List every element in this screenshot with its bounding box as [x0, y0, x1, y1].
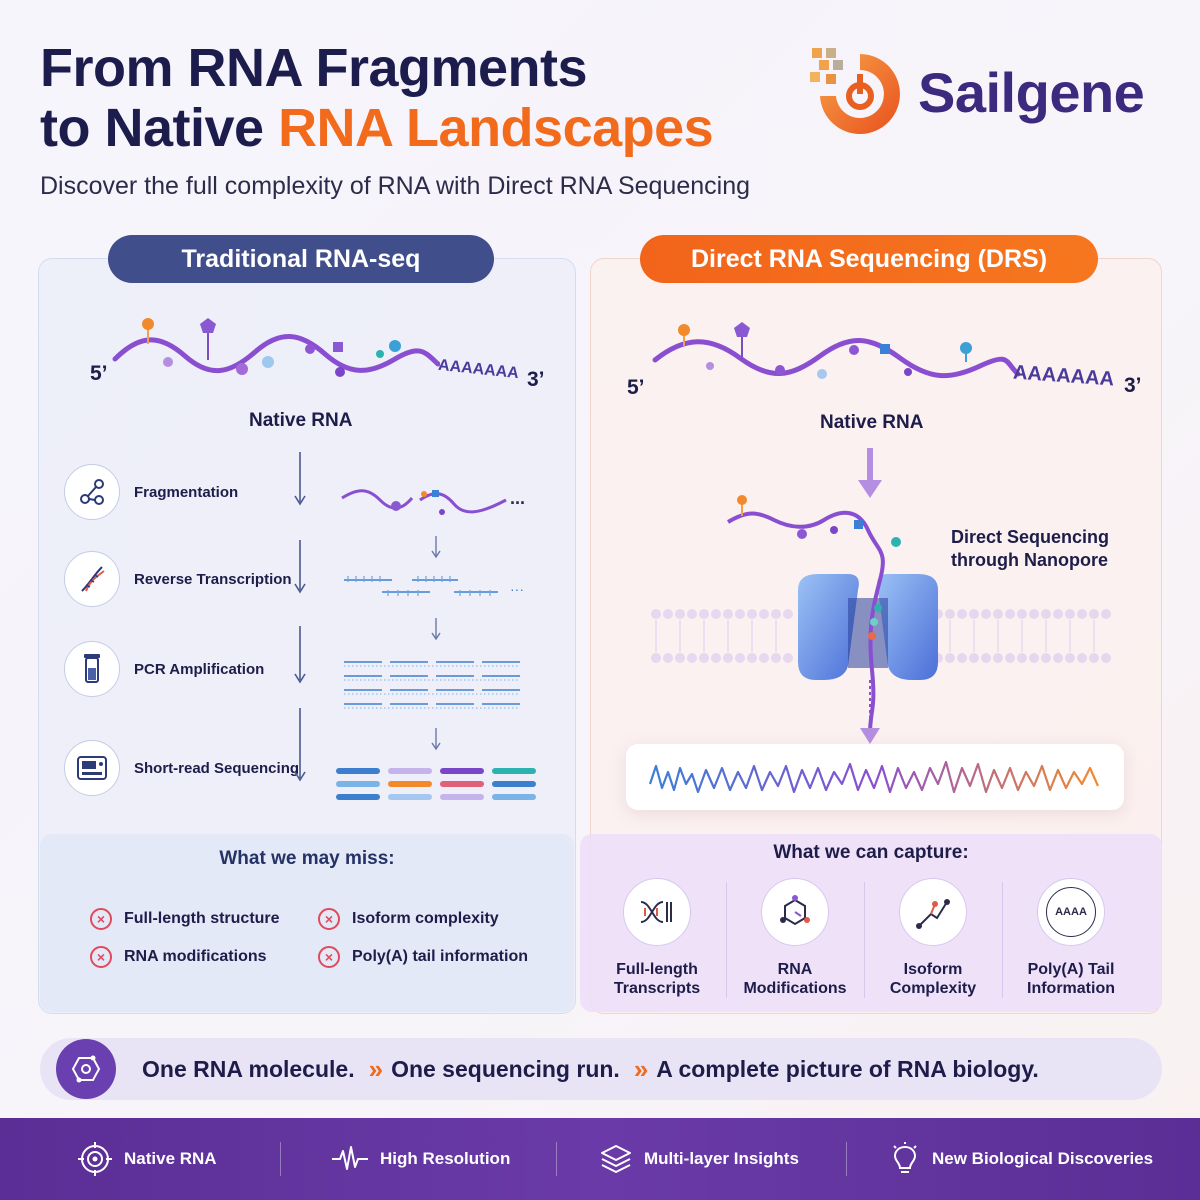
footer-bar: Native RNA High Resolution Multi-layer I… [0, 1118, 1200, 1200]
brand-name: Sailgene [918, 60, 1145, 124]
traditional-rna-strand [112, 318, 440, 377]
footer-item-multi-layer: Multi-layer Insights [600, 1118, 799, 1200]
footer-divider [846, 1142, 847, 1176]
capture-divider [726, 882, 727, 998]
page-subtitle: Discover the full complexity of RNA with… [40, 172, 751, 200]
tube-icon [84, 654, 100, 683]
step-label: Reverse Transcription [134, 570, 292, 588]
footer-label: High Resolution [380, 1149, 511, 1168]
tagline-bar: One RNA molecule. » One sequencing run. … [40, 1038, 1162, 1100]
nanopore-illustration [651, 495, 1111, 744]
capture-divider [1002, 882, 1003, 998]
x-icon: × [90, 946, 112, 968]
target-icon [78, 1142, 112, 1176]
fragment-ellipsis: ... [510, 488, 526, 508]
drs-arrow-down [858, 448, 882, 498]
traditional-three-prime: 3’ [527, 368, 545, 391]
step-label: Short-read Sequencing [134, 759, 300, 777]
drs-note-line-1: Direct Sequencing [951, 527, 1110, 547]
step-reverse-transcription: Reverse Transcription [64, 551, 292, 607]
step-short-read-sequencing: Short-read Sequencing [64, 740, 299, 796]
miss-item: × RNA modifications [90, 946, 267, 968]
miss-box: What we may miss: × Full-length structure… [40, 834, 574, 1012]
polya-icon: AAAA [1046, 887, 1096, 937]
miss-title: What we may miss: [219, 848, 395, 869]
branch-icon [916, 899, 950, 929]
title-line-1: From RNA Fragments [40, 38, 588, 98]
footer-label: Multi-layer Insights [644, 1149, 799, 1168]
capture-item-full-length: Full-length Transcripts [588, 878, 726, 998]
drs-five-prime: 5’ [627, 376, 645, 399]
miss-item: × Poly(A) tail information [318, 946, 528, 968]
miss-item-label: Full-length structure [124, 910, 280, 927]
footer-item-native-rna: Native RNA [78, 1118, 217, 1200]
drs-native-label: Native RNA [820, 412, 924, 433]
drs-three-prime: 3’ [1124, 374, 1142, 397]
miss-item-label: Poly(A) tail information [352, 948, 528, 965]
capture-label: Full-length Transcripts [613, 961, 701, 997]
drs-rna-strand [652, 322, 1020, 379]
step-fragmentation: Fragmentation [64, 464, 238, 520]
title-line-2-prefix: to Native [40, 98, 279, 158]
traditional-heading: Traditional RNA-seq [108, 235, 494, 283]
tagline-part-2: One sequencing run. [391, 1055, 620, 1082]
miss-item: × Isoform complexity [318, 908, 499, 930]
step-label: Fragmentation [134, 483, 239, 501]
sequencer-icon [77, 756, 107, 780]
x-icon: × [318, 946, 340, 968]
footer-divider [280, 1142, 281, 1176]
drs-heading: Direct RNA Sequencing (DRS) [640, 235, 1098, 283]
lightbulb-icon [893, 1142, 917, 1173]
chevron-right-icon: » [633, 1053, 649, 1084]
drs-note-line-2: through Nanopore [951, 550, 1108, 570]
miss-item: × Full-length structure [90, 908, 280, 930]
signal-trace [648, 760, 1100, 794]
capture-item-polya: AAAA Poly(A) Tail Information [1002, 878, 1140, 998]
tagline-part-3: A complete picture of RNA biology. [656, 1055, 1039, 1082]
brand-logo: Sailgene [806, 42, 1166, 142]
footer-item-high-resolution: High Resolution [332, 1118, 510, 1200]
short-reads-illustration [336, 768, 536, 800]
traditional-arrows [294, 452, 306, 782]
chevron-right-icon: » [368, 1053, 384, 1084]
traditional-five-prime: 5’ [90, 362, 108, 385]
molecule-icon [71, 1055, 101, 1083]
capture-title: What we can capture: [773, 842, 969, 863]
waveform-icon [332, 1146, 368, 1170]
x-icon: × [318, 908, 340, 930]
capture-divider [864, 882, 865, 998]
capture-item-isoform: Isoform Complexity [864, 878, 1002, 998]
footer-item-discoveries: New Biological Discoveries [890, 1118, 1153, 1200]
step-pcr-amplification: PCR Amplification [64, 641, 264, 697]
capture-item-modifications: RNA Modifications [726, 878, 864, 998]
miss-item-label: Isoform complexity [352, 910, 499, 927]
footer-divider [556, 1142, 557, 1176]
layers-icon [601, 1145, 631, 1173]
dna-strand-icon [640, 901, 672, 923]
svg-text:···: ··· [510, 581, 524, 597]
capture-label: Poly(A) Tail Information [1027, 961, 1115, 997]
small-arrows [431, 536, 441, 751]
capture-box: What we can capture: Full-length Transcr… [580, 834, 1162, 1012]
dna-icon [81, 566, 105, 592]
title-line-2-accent: RNA Landscapes [278, 98, 714, 158]
sailgene-logo-icon [810, 48, 900, 134]
fragment-icon [80, 479, 104, 505]
drs-note: Direct Sequencing through Nanopore [951, 526, 1109, 572]
cdna-illustration: ··· [344, 576, 524, 597]
molecule-icon [780, 895, 810, 926]
miss-item-label: RNA modifications [124, 948, 267, 965]
capture-label: RNA Modifications [743, 961, 847, 997]
tagline-part-1: One RNA molecule. [142, 1055, 355, 1082]
footer-label: New Biological Discoveries [932, 1149, 1154, 1168]
footer-label: Native RNA [124, 1149, 217, 1168]
step-label: PCR Amplification [134, 660, 265, 678]
capture-label: Isoform Complexity [889, 961, 977, 997]
fragmented-rna-illustration [341, 489, 507, 515]
traditional-native-label: Native RNA [249, 410, 353, 431]
pcr-illustration [344, 661, 520, 709]
page-title: From RNA Fragments to Native RNA Landsca… [40, 38, 800, 158]
signal-trace-card [626, 744, 1124, 810]
x-icon: × [90, 908, 112, 930]
